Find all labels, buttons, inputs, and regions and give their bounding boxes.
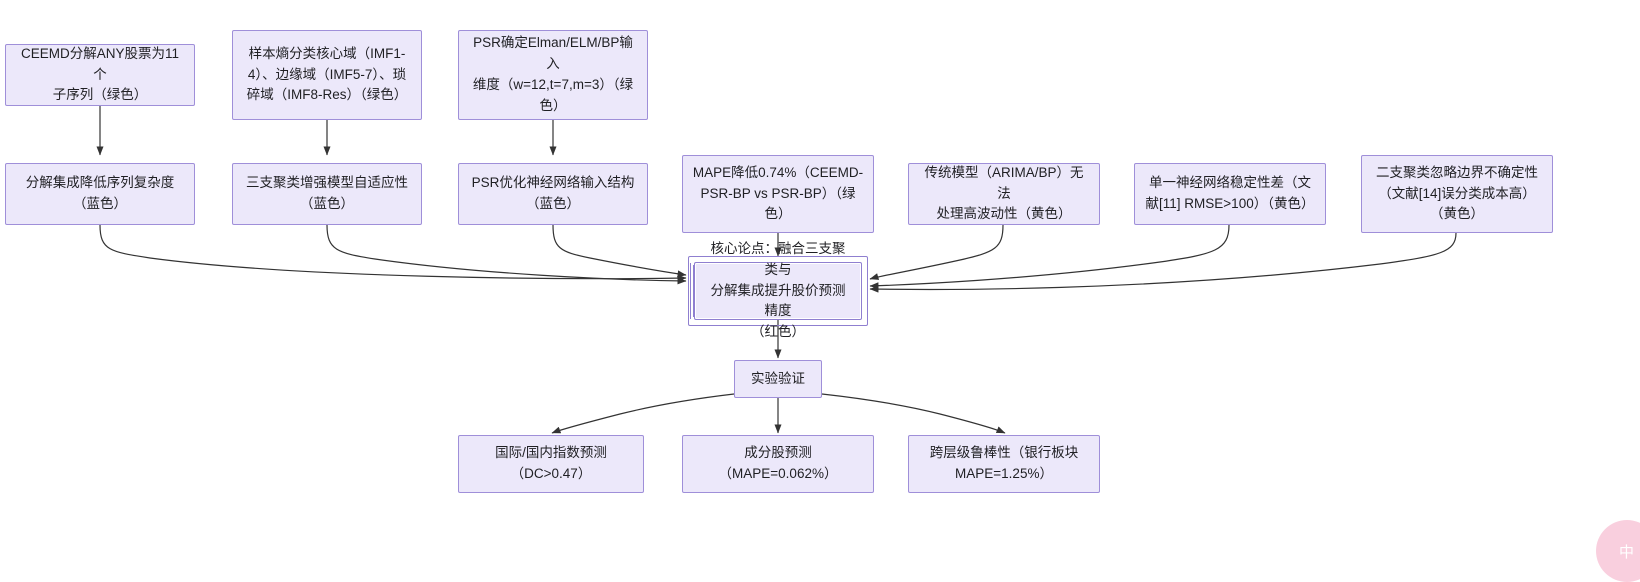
- node-label: 实验验证: [751, 370, 805, 386]
- edge-n6-to-core: [552, 224, 687, 278]
- edge-n10-to-core: [869, 232, 1457, 293]
- node-n10[interactable]: 二支聚类忽略边界不确定性 （文献[14]误分类成本高） （黄色）: [1361, 155, 1553, 233]
- node-n13[interactable]: 成分股预测 （MAPE=0.062%）: [682, 435, 874, 493]
- node-label: CEEMD分解ANY股票为11个 子序列（绿色）: [20, 45, 180, 103]
- edge-n5-to-core: [326, 224, 687, 285]
- node-label: PSR确定Elman/ELM/BP输入 维度（w=12,t=7,m=3）（绿 色…: [472, 35, 634, 113]
- node-label: 成分股预测 （MAPE=0.062%）: [718, 445, 838, 481]
- node-n12[interactable]: 国际/国内指数预测 （DC>0.47）: [458, 435, 644, 493]
- node-label: 样本熵分类核心域（IMF1- 4）、边缘域（IMF5-7）、琐 碎域（IMF8-…: [246, 45, 408, 103]
- node-n7[interactable]: MAPE降低0.74%（CEEMD- PSR-BP vs PSR-BP）（绿 色…: [682, 155, 874, 233]
- node-label: 核心论点：融合三支聚类与 分解集成提升股价预测精度 （红色）: [710, 240, 846, 340]
- edge-n11-to-n14: [821, 393, 1006, 434]
- node-n1[interactable]: CEEMD分解ANY股票为11个 子序列（绿色）: [5, 44, 195, 106]
- edge-n11-to-n12: [551, 393, 735, 434]
- node-n6[interactable]: PSR优化神经网络输入结构 （蓝色）: [458, 163, 648, 225]
- node-n11[interactable]: 实验验证: [734, 360, 822, 398]
- node-n2[interactable]: 样本熵分类核心域（IMF1- 4）、边缘域（IMF5-7）、琐 碎域（IMF8-…: [232, 30, 422, 120]
- watermark-badge: 中: [1596, 520, 1640, 582]
- node-n4[interactable]: 分解集成降低序列复杂度 （蓝色）: [5, 163, 195, 225]
- node-n3[interactable]: PSR确定Elman/ELM/BP输入 维度（w=12,t=7,m=3）（绿 色…: [458, 30, 648, 120]
- node-label: 单一神经网络稳定性差（文 献[11] RMSE>100）（黄色）: [1145, 175, 1315, 211]
- edge-n9-to-core: [869, 224, 1230, 290]
- node-label: PSR优化神经网络输入结构 （蓝色）: [471, 175, 635, 211]
- edge-n8-to-core: [869, 224, 1004, 280]
- watermark-label: 中: [1618, 543, 1635, 561]
- node-label: 二支聚类忽略边界不确定性 （文献[14]误分类成本高） （黄色）: [1376, 164, 1538, 222]
- node-core[interactable]: 核心论点：融合三支聚类与 分解集成提升股价预测精度 （红色）: [690, 241, 862, 339]
- node-n8[interactable]: 传统模型（ARIMA/BP）无法 处理高波动性（黄色）: [908, 163, 1100, 225]
- edge-n4-to-core: [99, 224, 687, 282]
- node-label: 三支聚类增强模型自适应性 （蓝色）: [246, 175, 408, 211]
- node-n5[interactable]: 三支聚类增强模型自适应性 （蓝色）: [232, 163, 422, 225]
- node-n14[interactable]: 跨层级鲁棒性（银行板块 MAPE=1.25%）: [908, 435, 1100, 493]
- node-label: 跨层级鲁棒性（银行板块 MAPE=1.25%）: [929, 445, 1079, 481]
- node-label: 分解集成降低序列复杂度 （蓝色）: [25, 175, 175, 211]
- node-label: MAPE降低0.74%（CEEMD- PSR-BP vs PSR-BP）（绿 色…: [692, 164, 864, 222]
- node-label: 国际/国内指数预测 （DC>0.47）: [495, 445, 607, 481]
- node-label: 传统模型（ARIMA/BP）无法 处理高波动性（黄色）: [924, 164, 1084, 222]
- node-n9[interactable]: 单一神经网络稳定性差（文 献[11] RMSE>100）（黄色）: [1134, 163, 1326, 225]
